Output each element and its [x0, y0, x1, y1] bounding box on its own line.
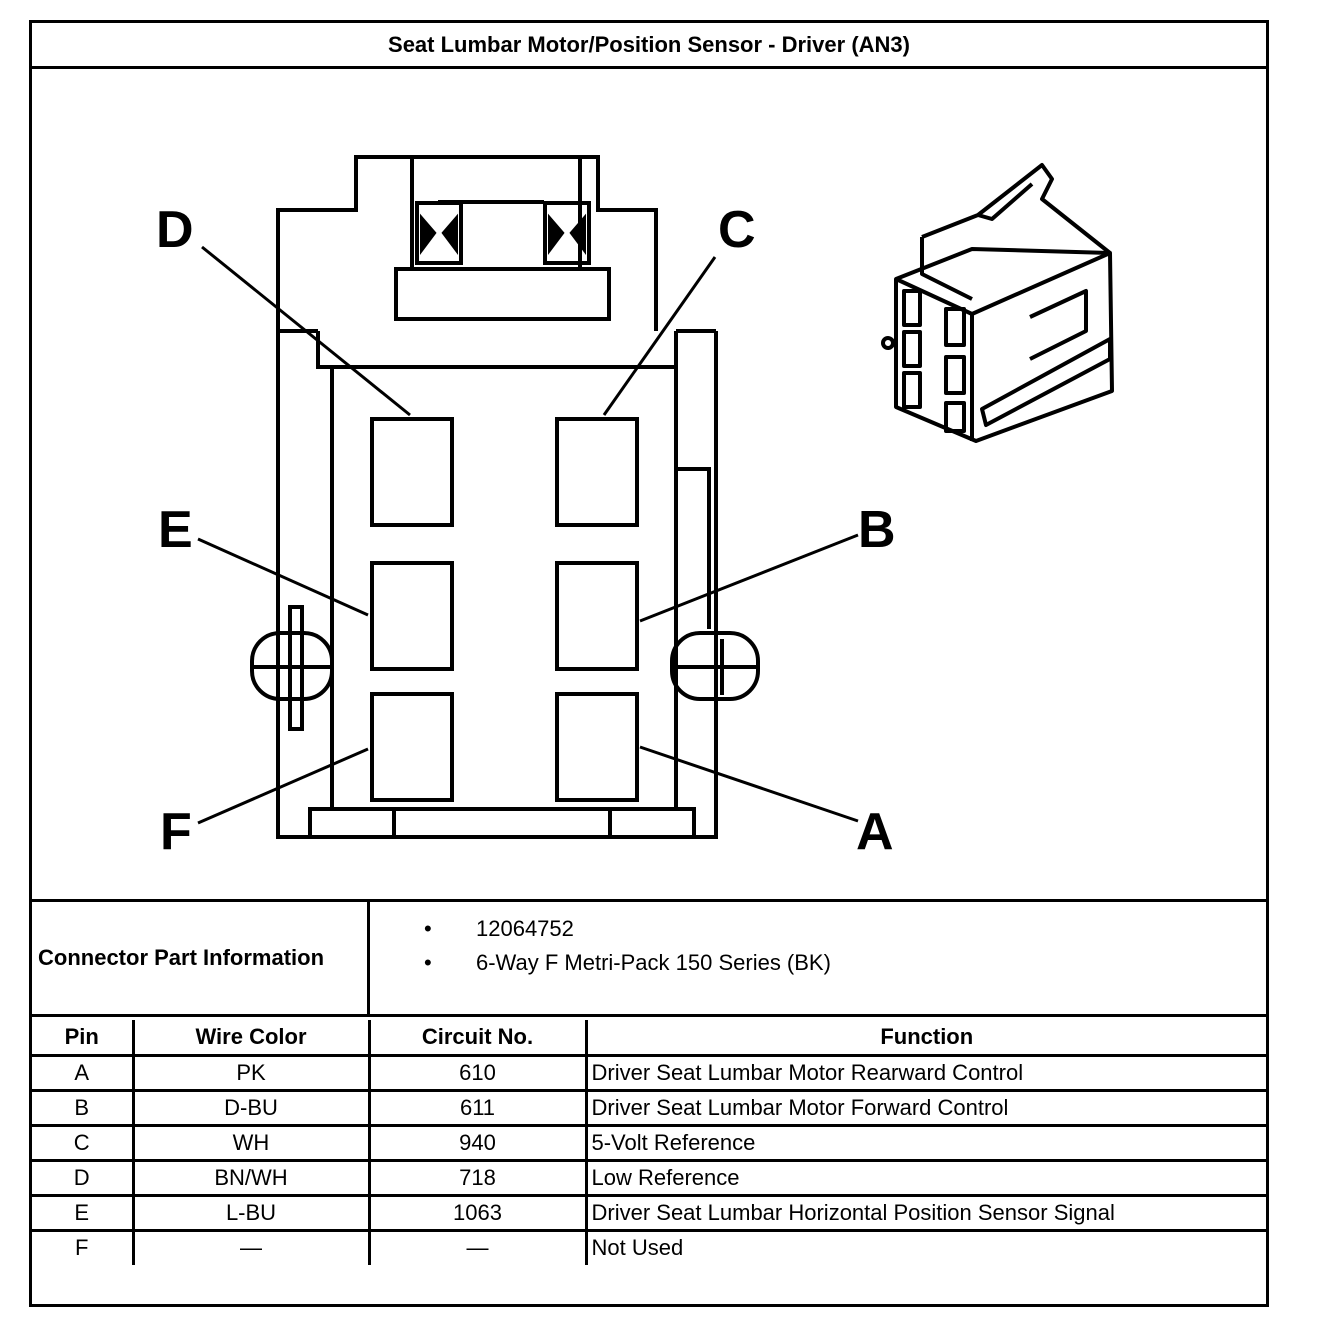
bottom-foot-left: [308, 807, 396, 839]
bottom-foot-right: [608, 807, 696, 839]
cavity-D: [370, 417, 454, 527]
cell-circuit: 1063: [367, 1193, 588, 1232]
cell-function: Driver Seat Lumbar Motor Rearward Contro…: [584, 1053, 1266, 1092]
latch-bar: [394, 267, 611, 321]
part-number: 12064752: [476, 916, 574, 941]
latch-right-window: [543, 201, 591, 265]
cell-pin: D: [32, 1158, 135, 1197]
table-header-row: Pin Wire Color Circuit No. Function: [32, 1020, 1266, 1057]
pinout-table: Pin Wire Color Circuit No. Function A PK…: [32, 1020, 1266, 1265]
cell-wire-color: L-BU: [131, 1193, 371, 1232]
header-function: Function: [584, 1020, 1266, 1057]
cell-circuit: —: [367, 1228, 588, 1265]
cell-wire-color: D-BU: [131, 1088, 371, 1127]
pin-label-F: F: [160, 803, 192, 861]
leader-C: [602, 256, 717, 416]
cell-circuit: 611: [367, 1088, 588, 1127]
leader-A: [639, 745, 859, 823]
table-row: A PK 610 Driver Seat Lumbar Motor Rearwa…: [32, 1053, 1266, 1092]
connector-body-outline: [276, 331, 718, 839]
cavity-F: [370, 692, 454, 802]
pin-label-D: D: [156, 201, 194, 259]
bullet-icon: •: [424, 950, 432, 975]
connector-face-drawing: D C E B F A: [156, 155, 1114, 861]
connector-sheet: Seat Lumbar Motor/Position Sensor - Driv…: [29, 20, 1269, 1307]
leader-D: [201, 245, 411, 417]
pin-label-E: E: [158, 501, 193, 559]
header-wire-color: Wire Color: [131, 1020, 371, 1057]
cell-wire-color: WH: [131, 1123, 371, 1162]
leader-F: [197, 747, 369, 825]
cavity-E: [370, 561, 454, 671]
table-row: C WH 940 5-Volt Reference: [32, 1123, 1266, 1162]
leader-B: [639, 533, 859, 623]
cell-function: Not Used: [584, 1228, 1266, 1265]
cell-wire-color: —: [131, 1228, 371, 1265]
cell-pin: C: [32, 1123, 135, 1162]
cell-wire-color: BN/WH: [131, 1158, 371, 1197]
sheet-title: Seat Lumbar Motor/Position Sensor - Driv…: [32, 23, 1266, 69]
connector-diagram: D C E B F A: [32, 69, 1266, 899]
connector-info-list: • 12064752 • 6-Way F Metri-Pack 150 Seri…: [370, 902, 1266, 1014]
connector-top-outline: [276, 155, 658, 331]
header-circuit: Circuit No.: [367, 1020, 588, 1057]
cavity-C: [555, 417, 639, 527]
pin-label-C: C: [718, 201, 756, 259]
connector-info-label: Connector Part Information: [32, 902, 370, 1014]
cell-circuit: 718: [367, 1158, 588, 1197]
connector-info-row: Connector Part Information • 12064752 • …: [32, 899, 1266, 1017]
cell-wire-color: PK: [131, 1053, 371, 1092]
table-row: D BN/WH 718 Low Reference: [32, 1158, 1266, 1197]
pin-label-A: A: [856, 803, 894, 861]
cell-function: Driver Seat Lumbar Motor Forward Control: [584, 1088, 1266, 1127]
pin-label-B: B: [858, 501, 896, 559]
cell-pin: E: [32, 1193, 135, 1232]
cell-circuit: 940: [367, 1123, 588, 1162]
leader-E: [197, 537, 369, 617]
cell-pin: B: [32, 1088, 135, 1127]
connector-type: 6-Way F Metri-Pack 150 Series (BK): [476, 950, 831, 975]
cavity-B: [555, 561, 639, 671]
cell-function: Low Reference: [584, 1158, 1266, 1197]
table-row: F — — Not Used: [32, 1228, 1266, 1265]
table-row: B D-BU 611 Driver Seat Lumbar Motor Forw…: [32, 1088, 1266, 1127]
cell-pin: F: [32, 1228, 135, 1265]
header-pin: Pin: [32, 1020, 135, 1057]
cell-function: 5-Volt Reference: [584, 1123, 1266, 1162]
cavity-A: [555, 692, 639, 802]
cell-function: Driver Seat Lumbar Horizontal Position S…: [584, 1193, 1266, 1232]
table-row: E L-BU 1063 Driver Seat Lumbar Horizonta…: [32, 1193, 1266, 1232]
latch-left-window: [415, 201, 463, 265]
cell-pin: A: [32, 1053, 135, 1092]
cell-circuit: 610: [367, 1053, 588, 1092]
bullet-icon: •: [424, 916, 432, 941]
connector-iso-view: [881, 163, 1114, 443]
